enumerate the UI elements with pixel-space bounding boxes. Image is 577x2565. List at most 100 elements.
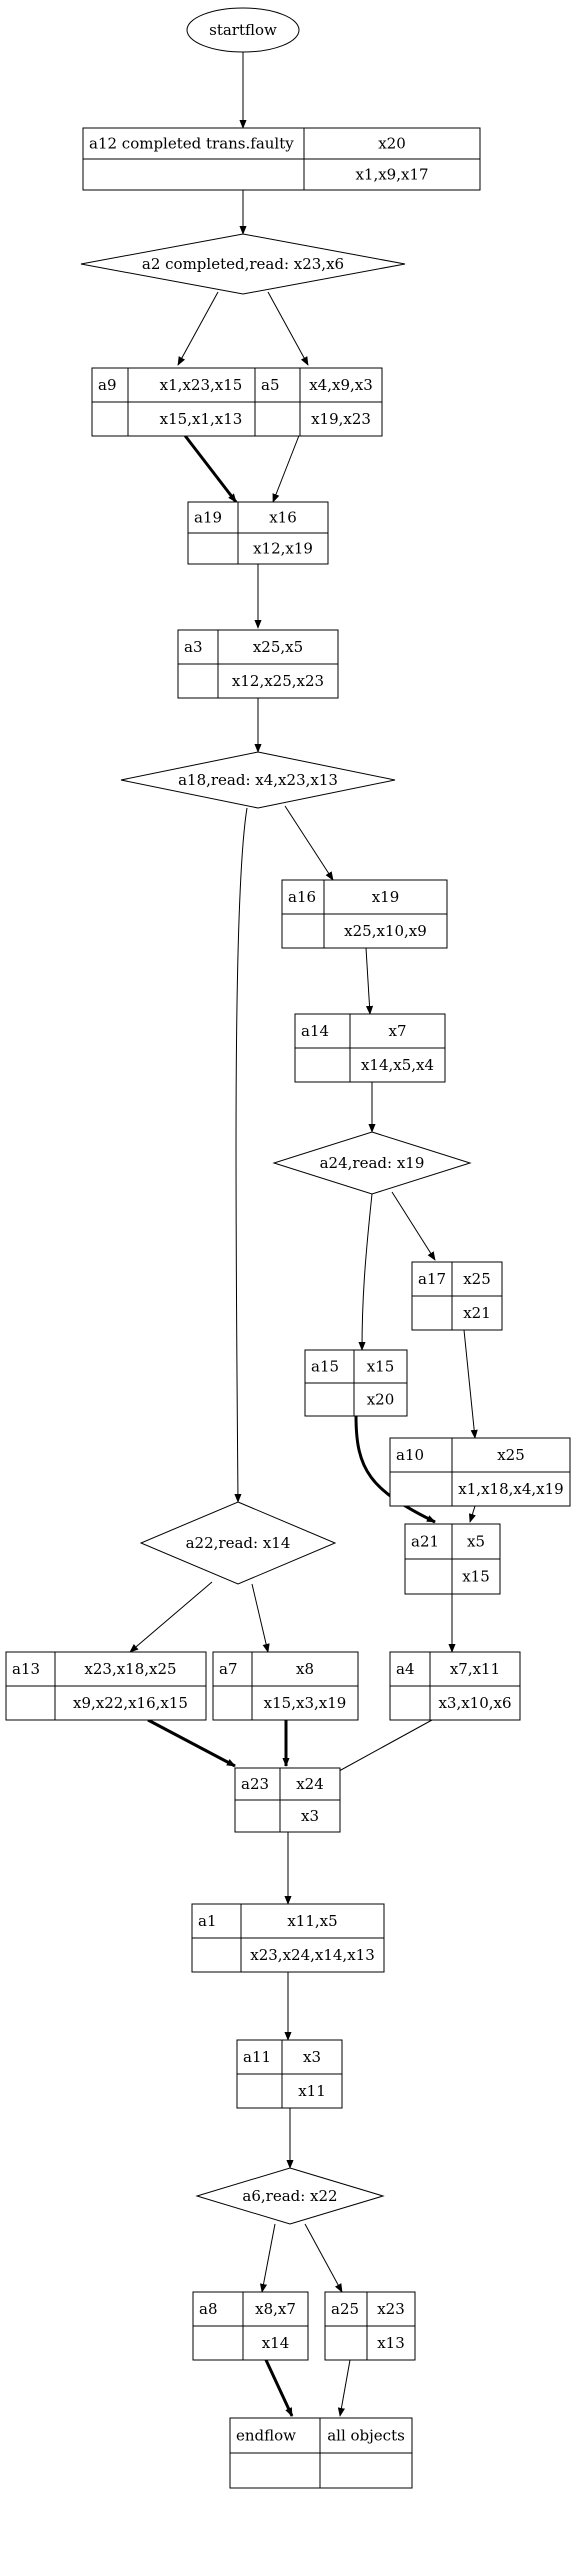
activity-node-a25: a25 x23 x13 [324,2291,416,2361]
edge-a4-a23 [329,1719,433,1777]
node-top-value: x25 [463,1270,491,1288]
decision-a18: a18,read: x4,x23,x13 [120,751,396,809]
node-id: a7 [219,1660,238,1678]
activity-node-a5: a5 x4,x9,x3 x19,x23 [254,367,383,437]
edge-a16-a14 [365,947,374,1015]
node-id: a15 [311,1358,339,1376]
node-id: a16 [288,888,316,906]
activity-node-a14: a14 x7 x14,x5,x4 [294,1013,446,1083]
node-bottom-value: x15,x1,x13 [160,410,243,428]
edge-a25-end [337,2359,351,2417]
edge-a15-a21 [354,1415,436,1524]
node-top-value: x1,x23,x15 [160,376,243,394]
node-id: a10 [396,1446,424,1464]
node-id: endflow [236,2427,296,2445]
decision-shape [120,751,396,809]
node-id: a11 [243,2048,271,2066]
node-id: a23 [241,1775,269,1793]
decision-shape [195,2167,385,2225]
node-top-value: x23 [377,2300,405,2318]
node-bottom-value: x25,x10,x9 [344,922,427,940]
decision-shape [139,1501,337,1585]
node-top-value: all objects [327,2427,405,2445]
node-top-value: x16 [269,509,297,527]
node-bottom-value: x1,x9,x17 [355,166,428,184]
node-bottom-value: x21 [463,1304,491,1322]
node-top-value: x15 [367,1358,395,1376]
activity-node-a9: a9 x1,x23,x15 x15,x1,x13 [91,367,275,437]
node-bottom-value: x19,x23 [311,410,371,428]
node-bottom-value: x23,x24,x14,x13 [250,1946,375,1964]
node-bottom-value: x14,x5,x4 [361,1056,434,1074]
edge-a18-a22 [234,807,248,1503]
node-id: a3 [184,638,203,656]
node-id: a1 [198,1912,217,1930]
edge-a24-a17 [391,1191,436,1261]
activity-node-a1: a1 x11,x5 x23,x24,x14,x13 [191,1903,385,1973]
node-bottom-value: x13 [377,2334,405,2352]
decision-label: a2 completed,read: x23,x6 [142,255,344,273]
activity-nodes: a12 completed trans.faulty x20 x1,x9,x17 a9… [5,127,571,2489]
node-top-value: x25,x5 [253,638,303,656]
node-top-value: x4,x9,x3 [309,376,373,394]
edge-a6-a25 [304,2223,343,2293]
node-bottom-value: x15 [462,1568,490,1586]
node-bottom-value: x12,x25,x23 [232,672,324,690]
decision-a22: a22,read: x14 [139,1501,337,1585]
activity-node-end: endflow all objects [229,2417,413,2489]
start-node: startflow [186,7,300,53]
activity-node-a21: a21 x5 x15 [404,1523,501,1595]
edge-a9-a19 [181,432,238,503]
node-id: a5 [261,376,280,394]
edge-a17-a10 [463,1329,478,1439]
decision-a24: a24,read: x19 [272,1131,472,1195]
edge-a22-a7 [251,1583,270,1653]
node-id: a21 [411,1533,439,1551]
activity-node-a17: a17 x25 x21 [411,1261,503,1331]
node-id: a25 [331,2300,359,2318]
start-label: startflow [209,21,277,39]
node-top-value: x7 [388,1022,406,1040]
decision-label: a22,read: x14 [186,1534,291,1552]
node-top-value: x19 [372,888,400,906]
decision-label: a6,read: x22 [242,2187,337,2205]
activity-node-a3: a3 x25,x5 x12,x25,x23 [177,629,339,699]
node-bottom-value: x14 [262,2334,290,2352]
decision-shape [272,1131,472,1195]
node-bottom-value: x12,x19 [253,540,313,558]
node-top-value: x8 [296,1660,314,1678]
node-top-value: x7,x11 [450,1660,500,1678]
node-bottom-value: x1,x18,x4,x19 [458,1480,563,1498]
node-id: a12 completed trans.faulty [89,135,294,153]
edge-a10-a21 [468,1505,476,1523]
node-top-value: x5 [467,1533,485,1551]
edges [129,52,478,2417]
decision-a2: a2 completed,read: x23,x6 [80,233,406,295]
node-bottom-value: x15,x3,x19 [264,1694,347,1712]
edge-a8-end [264,2359,294,2417]
node-id: a19 [194,509,222,527]
node-id: a4 [396,1660,415,1678]
decision-label: a24,read: x19 [320,1154,425,1172]
activity-node-a19: a19 x16 x12,x19 [187,501,329,565]
decision-label: a18,read: x4,x23,x13 [178,771,338,789]
node-top-value: x23,x18,x25 [84,1660,176,1678]
node-top-value: x8,x7 [255,2300,296,2318]
node-bottom-value: x11 [298,2082,326,2100]
start-ellipse [186,7,300,53]
node-id: a9 [98,376,117,394]
edge-a22-a13 [129,1581,213,1653]
node-bottom-value: x9,x22,x16,x15 [73,1694,188,1712]
edge-a6-a8 [259,2223,276,2293]
activity-node-a7: a7 x8 x15,x3,x19 [212,1651,359,1721]
node-id: a14 [301,1022,329,1040]
node-bottom-value: x20 [367,1391,395,1409]
node-top-value: x11,x5 [287,1912,337,1930]
node-id: a17 [418,1270,446,1288]
decision-shape [80,233,406,295]
